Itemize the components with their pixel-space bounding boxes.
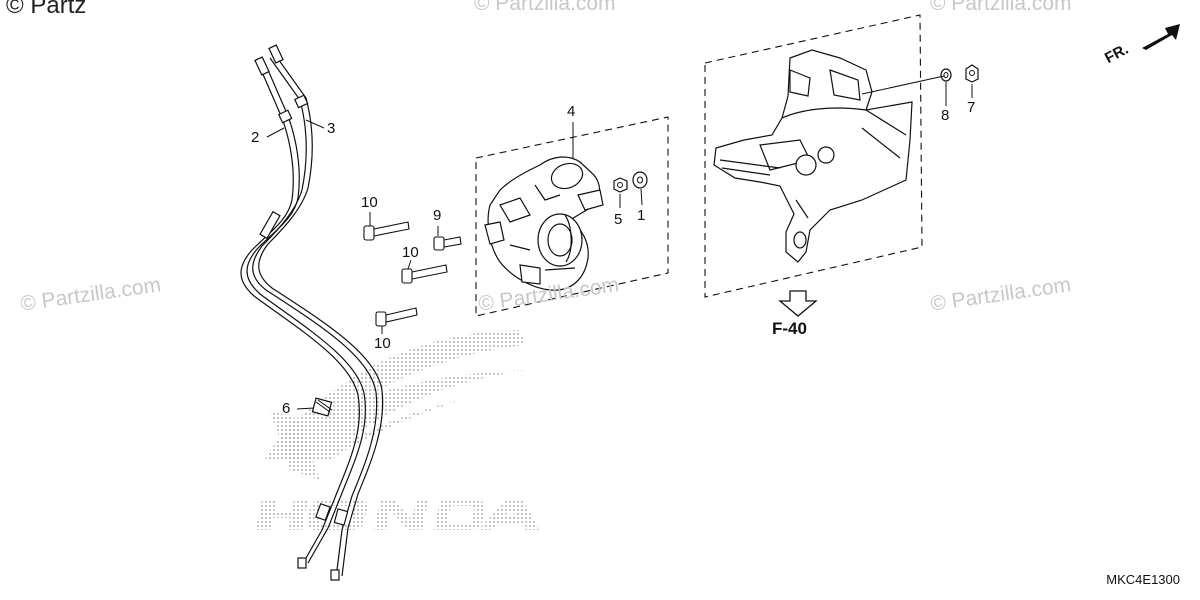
- watermark-top-center: © Partzilla.com: [474, 0, 616, 15]
- front-direction-arrow-icon: [1142, 24, 1180, 50]
- callout-8: 8: [941, 107, 950, 124]
- callout-3: 3: [327, 120, 336, 137]
- honda-wing-logo: [265, 330, 525, 480]
- bolt-10-a: [363, 221, 410, 241]
- bolt-10-c: [375, 307, 418, 327]
- reference-section-label: F-40: [772, 319, 807, 338]
- watermark-top-right: © Partzilla.com: [930, 0, 1072, 15]
- nut-5: [613, 177, 628, 193]
- callout-6: 6: [282, 400, 291, 417]
- washer-8: [940, 68, 952, 82]
- group-4-dashed-box: [475, 116, 669, 317]
- callout-7: 7: [967, 99, 976, 116]
- bracket-dashed-box: [704, 14, 923, 298]
- nut-7: [965, 64, 979, 83]
- callout-10-a: 10: [361, 194, 378, 211]
- bolts: [363, 221, 462, 327]
- bolt-10-b: [401, 264, 448, 284]
- diagram-code: MKC4E1300: [1106, 572, 1180, 587]
- leader-lines: [266, 75, 973, 410]
- callout-4: 4: [567, 103, 576, 120]
- callout-5: 5: [614, 211, 623, 228]
- part-4-assembly: [484, 156, 604, 291]
- bolt-9: [433, 236, 462, 251]
- callout-10-c: 10: [374, 335, 391, 352]
- watermark-top-left: © Partz: [6, 0, 87, 19]
- down-arrow-icon: [778, 290, 818, 317]
- washer-1: [632, 171, 648, 189]
- callout-1: 1: [637, 207, 646, 224]
- callout-10-b: 10: [402, 244, 419, 261]
- throttle-cables: [240, 44, 384, 581]
- bracket-assembly: [713, 49, 913, 263]
- honda-logo-letters: [256, 500, 540, 530]
- callout-9: 9: [433, 207, 442, 224]
- callout-2: 2: [251, 129, 260, 146]
- cable-clamp-6: [311, 397, 333, 417]
